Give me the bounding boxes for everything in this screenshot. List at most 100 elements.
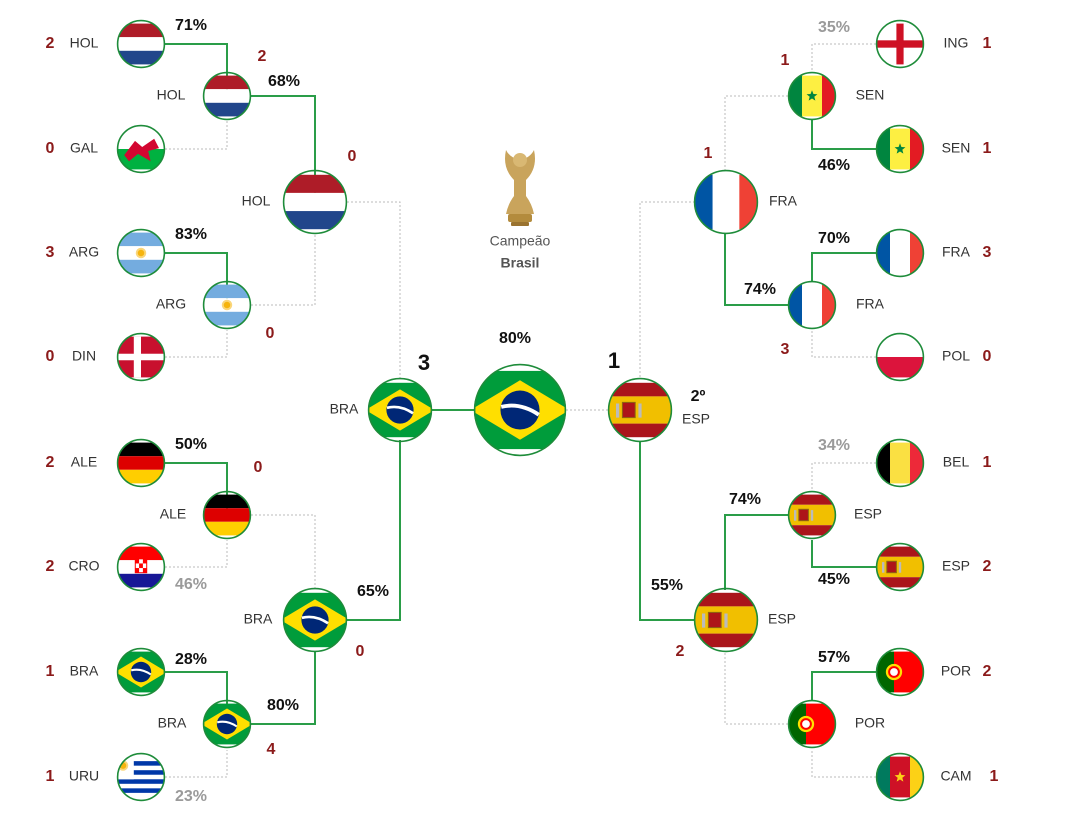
- team-code-por-qf: POR: [855, 715, 885, 731]
- score-sen-qf: 1: [781, 52, 790, 69]
- connector-fra-r16: [811, 252, 876, 282]
- win-pct-esp-qf: 74%: [729, 491, 761, 508]
- score-bra-r16: 1: [46, 663, 55, 680]
- score-bra-sf: 0: [356, 643, 365, 660]
- team-code-cam-r16: CAM: [940, 768, 971, 784]
- team-code-bra-sf: BRA: [244, 611, 273, 627]
- win-pct-hol-qf: 68%: [268, 73, 300, 90]
- win-pct-hol-r16: 71%: [175, 17, 207, 34]
- score-sen-r16: 1: [983, 140, 992, 157]
- win-pct-cro-r16: 46%: [175, 576, 207, 593]
- score-arg-qf: 0: [266, 325, 275, 342]
- connector-hol-qf: [251, 95, 316, 200]
- score-fra-qf: 3: [781, 341, 790, 358]
- score-cro-r16: 2: [46, 558, 55, 575]
- score-por-r16: 2: [983, 663, 992, 680]
- score-esp-final: 1: [608, 348, 620, 373]
- flag-esp-qf: [787, 490, 837, 540]
- score-esp-r16: 2: [983, 558, 992, 575]
- team-code-din-r16: DIN: [72, 348, 96, 364]
- team-code-bel-r16: BEL: [943, 454, 970, 470]
- team-code-fra-qf: FRA: [856, 296, 885, 312]
- flag-fra-qf: [787, 280, 837, 330]
- connector-arg-qf: [251, 233, 316, 306]
- team-code-ing-r16: ING: [944, 35, 969, 51]
- win-pct-bra-r16: 28%: [175, 651, 207, 668]
- team-code-ale-r16: ALE: [71, 454, 97, 470]
- connector-bra-sf: [347, 440, 401, 621]
- score-ale-qf: 0: [254, 459, 263, 476]
- flag-bra-final: [367, 377, 433, 443]
- team-code-arg-r16: ARG: [69, 244, 99, 260]
- win-pct-bel-r16: 34%: [818, 437, 850, 454]
- flag-bra-sf: [282, 587, 348, 653]
- team-code-sen-qf: SEN: [856, 87, 885, 103]
- team-code-esp-qf: ESP: [854, 506, 882, 522]
- connector-esp-sf: [639, 442, 695, 621]
- team-code-cro-r16: CRO: [68, 558, 99, 574]
- score-din-r16: 0: [46, 348, 55, 365]
- flag-pol-r16: [875, 332, 925, 382]
- connector-sen-r16: [811, 120, 876, 150]
- win-pct-fra-qf: 74%: [744, 281, 776, 298]
- flag-esp-sf: [693, 587, 759, 653]
- score-bra-final: 3: [418, 350, 430, 375]
- flag-ale-r16: [116, 438, 166, 488]
- team-code-uru-r16: URU: [69, 768, 99, 784]
- team-code-gal-r16: GAL: [70, 140, 98, 156]
- team-code-esp-final: ESP: [682, 411, 710, 427]
- flag-gal-r16: [116, 124, 166, 174]
- team-code-fra-r16: FRA: [942, 244, 971, 260]
- score-ing-r16: 1: [983, 35, 992, 52]
- connector-esp-r16: [811, 540, 876, 568]
- connector-pol-r16: [811, 330, 876, 358]
- flag-esp-r16: [875, 542, 925, 592]
- flag-por-qf: [787, 699, 837, 749]
- flag-sen-qf: [787, 71, 837, 121]
- win-pct-arg-r16: 83%: [175, 226, 207, 243]
- score-cam-r16: 1: [990, 768, 999, 785]
- champion-name: Brasil: [501, 255, 540, 271]
- team-code-arg-qf: ARG: [156, 296, 186, 312]
- connector-bel-r16: [811, 462, 876, 492]
- score-hol-r16: 2: [46, 35, 55, 52]
- team-code-esp-sf: ESP: [768, 611, 796, 627]
- score-hol-qf: 2: [258, 48, 267, 65]
- champion-win-pct: 80%: [499, 330, 531, 347]
- trophy-icon: [505, 150, 535, 226]
- team-code-fra-sf: FRA: [769, 193, 798, 209]
- score-fra-r16: 3: [983, 244, 992, 261]
- win-pct-esp-sf: 55%: [651, 577, 683, 594]
- flag-champion: [473, 363, 567, 457]
- flag-cro-r16: [116, 542, 166, 592]
- flag-arg-r16: [116, 228, 166, 278]
- team-code-hol-sf: HOL: [242, 193, 271, 209]
- flag-ing-r16: [875, 19, 925, 69]
- flag-bel-r16: [875, 438, 925, 488]
- connector-por-r16: [811, 671, 876, 700]
- win-pct-fra-r16: 70%: [818, 230, 850, 247]
- connector-hol-sf: [347, 201, 401, 378]
- connector-bra-qf: [251, 652, 316, 725]
- win-pct-ale-r16: 50%: [175, 436, 207, 453]
- flag-din-r16: [116, 332, 166, 382]
- win-pct-bra-qf: 80%: [267, 697, 299, 714]
- flag-arg-qf: [202, 280, 252, 330]
- team-code-hol-qf: HOL: [157, 87, 186, 103]
- flag-fra-sf: [693, 169, 759, 235]
- connector-por-qf: [724, 652, 788, 725]
- connector-cro-r16: [165, 540, 228, 568]
- champion-label: Campeão: [490, 233, 551, 249]
- team-code-pol-r16: POL: [942, 348, 970, 364]
- flag-por-r16: [875, 647, 925, 697]
- connector-uru-r16: [165, 750, 228, 778]
- connector-din-r16: [165, 330, 228, 358]
- runner-up-place: 2º: [691, 388, 706, 405]
- connector-sen-qf: [724, 95, 788, 170]
- flag-sen-r16: [875, 124, 925, 174]
- connector-fra-qf: [724, 234, 788, 306]
- team-code-sen-r16: SEN: [942, 140, 971, 156]
- win-pct-por-r16: 57%: [818, 649, 850, 666]
- connector-ing-r16: [811, 43, 876, 72]
